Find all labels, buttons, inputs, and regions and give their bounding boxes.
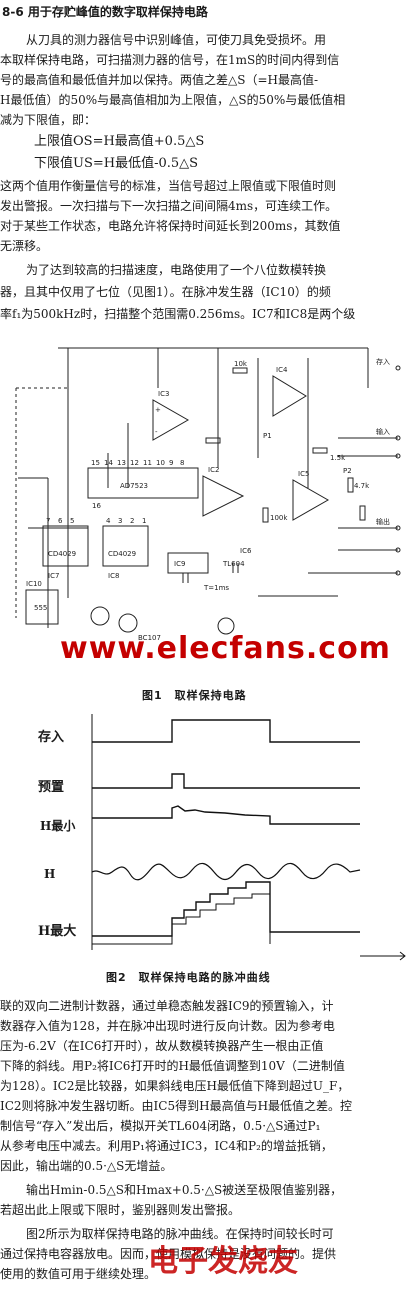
- pin-label: 3: [118, 517, 122, 525]
- pin-label: 7: [46, 517, 50, 525]
- page-title: 8-6 用于存贮峰值的数字取样保持电路: [2, 5, 208, 19]
- text-line: 为了达到较高的扫描速度，电路使用了一个八位数模转换: [26, 263, 327, 277]
- pot-label: P2: [343, 467, 352, 475]
- text-line: 制信号“存入”发出后，模拟开关TL604闭路，0.5·△S通过P₁: [0, 1119, 321, 1133]
- resistor-label: 10k: [234, 360, 248, 368]
- timer-chip: [25, 589, 59, 625]
- pin-label: 6: [58, 517, 63, 525]
- text-line: 为128）。IC2是比较器，如果斜线电压H最低值下降到超过U_F，: [0, 1079, 350, 1093]
- text-line: 率f₁为500kHz时，扫描整个范围需0.256ms。IC7和IC8是两个级: [0, 307, 356, 321]
- text-line: 对于某些工作状态，电路允许将保持时间延长到200ms，其数值: [0, 219, 341, 233]
- pin-label: 11: [143, 459, 152, 467]
- chip-label: 555: [34, 604, 47, 612]
- text-line: H最低值）的50%与最高值相加为上限值，△S的50%与最低值相: [0, 93, 346, 107]
- chip-label: AD7523: [120, 482, 148, 490]
- text-line: 减为下限值，即：: [0, 113, 97, 127]
- circuit-schematic: AD7523 CD4029 CD4029 555 TL604 IC9 15 14…: [15, 347, 401, 642]
- ic-label: IC5: [298, 470, 309, 478]
- ic-label: IC3: [158, 390, 169, 398]
- pin-label: 1: [142, 517, 146, 525]
- pin-label: 9: [169, 459, 173, 467]
- text-line: 使用的数值可用于继续处理。: [0, 1267, 157, 1281]
- ic-label: IC6: [240, 547, 252, 555]
- text-line: 数器存入值为128，并在脉冲出现时进行反向计数。因为参考电: [0, 1019, 335, 1033]
- figure-1-caption: 图1 取样保持电路: [142, 689, 247, 702]
- text-line: 器，且其中仅用了七位（见图1）。在脉冲发生器（IC10）的频: [0, 285, 331, 299]
- text-line: 号的最高值和最低值并加以保持。两值之差△S（=H最高值-: [0, 73, 319, 87]
- watermark-cn: 电子发烧友: [148, 1244, 298, 1279]
- text-line: 本取样保持电路，可扫描测力器的信号，在1mS的时间内得到信: [0, 53, 340, 67]
- ic-label: IC10: [26, 580, 42, 588]
- resistor-label: 1.5k: [330, 454, 346, 462]
- lower-limit-formula: 下限值US=H最低值-0.5△S: [34, 156, 199, 171]
- pin-label: 8: [180, 459, 184, 467]
- pin-label: 13: [117, 459, 126, 467]
- chip-label: CD4029: [108, 550, 136, 558]
- store-label: 存入: [376, 357, 390, 366]
- text-line: 无漂移。: [0, 239, 49, 253]
- text-line: 压为-6.2V（在IC6打开时），故从数模转换器产生一根由正值: [0, 1039, 324, 1053]
- text-line: 图2所示为取样保持电路的脉冲曲线。在保持时间较长时可: [26, 1227, 334, 1241]
- timing-label: T=1ms: [203, 584, 229, 592]
- pin-label: 5: [70, 517, 74, 525]
- h-min-signal: [92, 805, 360, 825]
- text-line: 通过保持电容器放电。因而，使用模拟保持是没有问题的。提供: [0, 1247, 337, 1261]
- ic-label: IC7: [48, 572, 59, 580]
- pin-label: 4: [106, 517, 111, 525]
- pin-label: 16: [92, 502, 101, 510]
- store-signal: [92, 719, 360, 743]
- waveform-label-preset: 预置: [38, 780, 65, 795]
- text-line: 发出警报。一次扫描与下一次扫描之间间隔4ms，可连续工作。: [0, 199, 338, 213]
- pin-label: 12: [130, 459, 139, 467]
- input-signal: [91, 862, 361, 881]
- text-line: 下降的斜线。用P₂将IC6打开时的H最低值调整到10V（二进制值: [0, 1059, 345, 1073]
- waveform-label-h: H: [44, 867, 56, 881]
- ic-label: IC8: [108, 572, 119, 580]
- counter-chip-1: [42, 525, 89, 567]
- text-line: 联的双向二进制计数器，通过单稳态触发器IC9的预置输入，计: [0, 999, 334, 1013]
- watermark-url: www.elecfans.com: [60, 631, 391, 666]
- ic-label: IC4: [276, 366, 288, 374]
- polarity-label: -: [155, 428, 158, 436]
- text-line: 输出Hmin-0.5△S和Hmax+0.5·△S被送至极限值鉴别器，: [26, 1183, 343, 1197]
- text-line: 从刀具的测力器信号中识别峰值，可使刀具免受损坏。用: [26, 33, 327, 47]
- h-max-signal: [92, 881, 360, 937]
- chip-label: CD4029: [48, 550, 76, 558]
- text-line: 因此，输出端的0.5·△S无增益。: [0, 1159, 173, 1173]
- resistor-label: 100k: [270, 514, 288, 522]
- ic-label: IC2: [208, 466, 219, 474]
- text-line: 若超出此上限或下限时，鉴别器则发出警报。: [0, 1203, 241, 1217]
- polarity-label: +: [155, 406, 161, 414]
- text-line: IC2则将脉冲发生器切断。由IC5得到H最高值与H最低值之差。控: [0, 1099, 353, 1113]
- transistor-label: BC107: [138, 634, 161, 642]
- upper-limit-formula: 上限值OS=H最高值+0.5△S: [34, 134, 205, 149]
- counter-chip-2: [102, 525, 149, 567]
- text-line: 从参考电压中减去。利用P₁将通过IC3，IC4和P₂的增益抵销，: [0, 1139, 333, 1153]
- pin-label: 10: [156, 459, 165, 467]
- figure-2-caption: 图2 取样保持电路的脉冲曲线: [106, 971, 271, 984]
- waveform-label-store: 存入: [38, 730, 65, 745]
- resistor-label: 4.7k: [354, 482, 370, 490]
- waveform-label-h-min: H最小: [40, 819, 76, 833]
- preset-signal: [92, 773, 360, 789]
- pulse-waveform-diagram: [91, 714, 406, 961]
- waveform-label-h-max: H最大: [38, 924, 77, 939]
- dac-chip: [87, 467, 199, 499]
- text-line: 这两个值用作衡量信号的标准，当信号超过上限值或下限值时则: [0, 179, 337, 193]
- pot-label: P1: [263, 432, 272, 440]
- output-label: 输出: [376, 517, 390, 526]
- chip-label: IC9: [174, 560, 185, 568]
- pin-label: 15: [91, 459, 100, 467]
- pin-label: 2: [130, 517, 134, 525]
- chip-label: TL604: [222, 560, 245, 568]
- input-label: 输入: [376, 427, 390, 436]
- pin-label: 14: [104, 459, 113, 467]
